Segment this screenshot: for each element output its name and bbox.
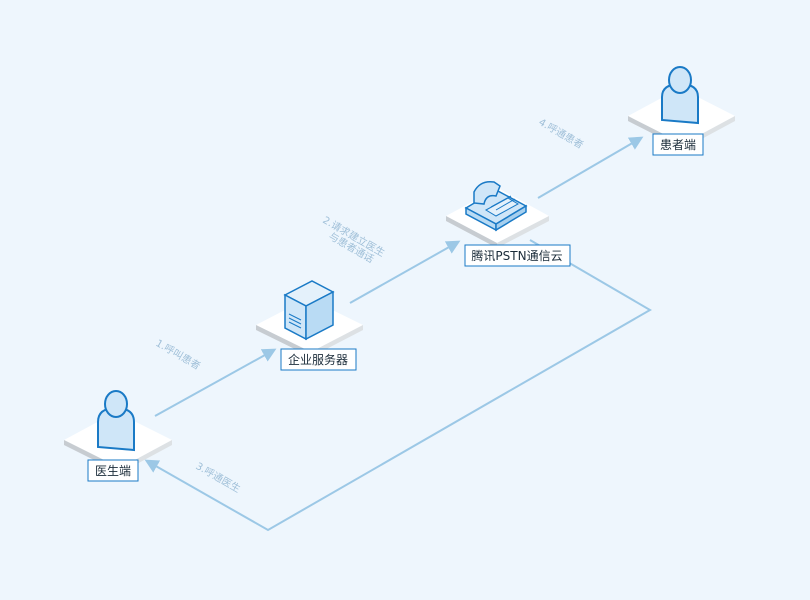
node-doctor: 医生端 [64,390,172,482]
edge-cloud-to-patient [537,136,644,199]
node-label-server: 企业服务器 [280,348,357,371]
svg-text:医生端: 医生端 [95,464,131,478]
connectors [144,136,652,532]
edge-cloud-to-doctor [144,239,652,532]
svg-text:患者端: 患者端 [660,138,696,152]
node-server: 企业服务器 [256,280,363,371]
node-label-cloud: 腾讯PSTN通信云 [464,244,571,267]
node-label-patient: 患者端 [652,133,704,156]
person-icon [661,66,699,125]
person-icon [97,390,135,452]
edge-label-4: 4.呼通患者 [537,116,586,151]
node-cloud: 腾讯PSTN通信云 [446,180,571,267]
edge-label-3: 3.呼通医生 [194,459,243,495]
edge-doctor-to-server [154,348,277,417]
edge-server-to-cloud [349,240,461,304]
server-icon [283,280,335,341]
node-label-doctor: 医生端 [87,459,139,482]
node-patient: 患者端 [628,66,735,156]
svg-text:腾讯PSTN通信云: 腾讯PSTN通信云 [471,248,562,263]
telephone-icon [464,180,528,232]
svg-text:企业服务器: 企业服务器 [288,352,348,367]
edge-label-1: 1.呼叫患者 [154,337,203,372]
